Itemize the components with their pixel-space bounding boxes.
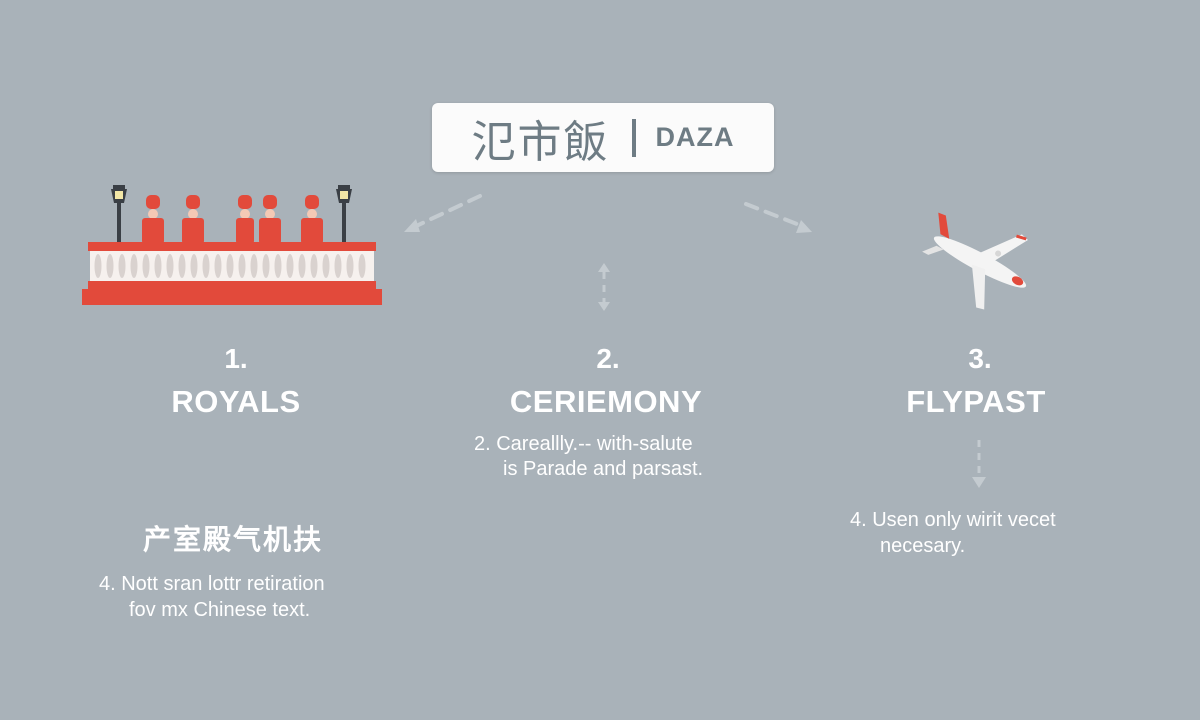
royals-balcony-icon — [82, 185, 382, 305]
step-2-heading: CERIEMONY — [509, 384, 703, 419]
step-1-number: 1. — [224, 343, 248, 374]
step-1-heading: ROYALS — [171, 384, 301, 419]
step-2-note-line-1: 2. Careallly.-- with-salute — [474, 433, 693, 455]
step-3-note-line-2: necesary. — [880, 535, 966, 557]
step-2-note-line-2: is Parade and parsast. — [503, 458, 704, 480]
step-3-note-line-1: 4. Usen only wirit vecet — [850, 509, 1056, 531]
title-chinese: 氾市飯 — [471, 116, 610, 168]
airplane-icon — [922, 212, 1028, 310]
footer-chinese-heading: 产室殿气机扶 — [143, 523, 324, 556]
title-latin: DAZA — [655, 122, 735, 152]
footer-note-line-1: 4. Nott sran lottr retiration — [99, 573, 325, 595]
title-box: 氾市飯 DAZA — [432, 103, 774, 172]
step-3-number: 3. — [968, 343, 992, 374]
step-2-number: 2. — [596, 343, 620, 374]
step-3-heading: FLYPAST — [906, 384, 1046, 419]
title-separator — [631, 118, 636, 157]
footer-note-line-2: fov mx Chinese text. — [129, 599, 311, 621]
